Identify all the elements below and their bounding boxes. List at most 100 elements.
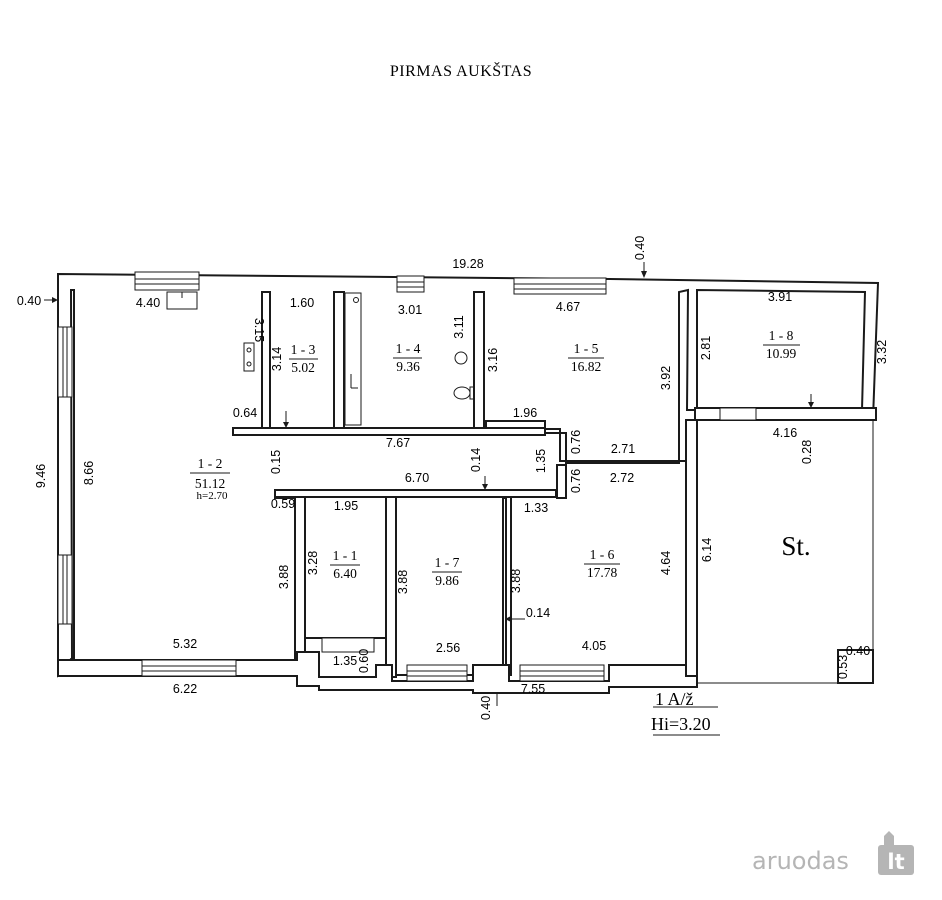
dim-r18-wall: 0.28 bbox=[800, 440, 814, 464]
wall-r12-r13 bbox=[261, 291, 271, 429]
building-code: 1 A/ž bbox=[655, 689, 694, 709]
dim-r11-height: 3.28 bbox=[306, 551, 320, 575]
dim-bottom-right: 7.55 bbox=[521, 682, 545, 696]
wall-hall-right bbox=[556, 464, 567, 499]
wall-hall-top bbox=[232, 427, 546, 436]
bath-tub bbox=[344, 292, 362, 426]
wall-r13-r14 bbox=[333, 291, 345, 429]
dim-left-offset: 0.40 bbox=[17, 294, 41, 308]
logo-badge bbox=[878, 845, 914, 875]
room-area: 5.02 bbox=[291, 360, 315, 375]
dim-r15-bottom: 2.71 bbox=[611, 442, 635, 456]
window-bottom-r16 bbox=[519, 664, 605, 682]
dim-hall-gap: 0.15 bbox=[269, 450, 283, 474]
dim-r16-left: 3.88 bbox=[509, 569, 523, 593]
aruodas-logo: aruodas lt bbox=[752, 831, 914, 875]
dim-r18-gap: 4.16 bbox=[773, 426, 797, 440]
dim-r12-nook-w: 0.64 bbox=[233, 406, 257, 420]
plan-title: PIRMAS AUKŠTAS bbox=[390, 61, 532, 80]
dim-r15-left: 3.16 bbox=[486, 348, 500, 372]
dim-top-offset: 0.40 bbox=[633, 236, 647, 260]
dim-r17-bottom: 2.56 bbox=[436, 641, 460, 655]
dim-r16-width: 2.72 bbox=[610, 471, 634, 485]
dim-top-total: 19.28 bbox=[452, 257, 483, 271]
room-area: 10.99 bbox=[766, 346, 797, 361]
room-area: 51.12 bbox=[195, 476, 225, 491]
dim-r18-left: 2.81 bbox=[699, 336, 713, 360]
dim-entry-depth: 0.60 bbox=[357, 649, 371, 673]
terrace-label: St. bbox=[781, 531, 810, 561]
dim-r11-width: 1.95 bbox=[334, 499, 358, 513]
dim-r16-bottom: 4.05 bbox=[582, 639, 606, 653]
window-left-upper bbox=[57, 326, 73, 398]
room-1-7: 1 - 7 9.86 bbox=[432, 555, 462, 588]
dim-r12-bottom: 5.32 bbox=[173, 637, 197, 651]
wall-r14-r15 bbox=[473, 291, 485, 429]
room-1-3: 1 - 3 5.02 bbox=[289, 342, 318, 375]
dim-left-total: 9.46 bbox=[34, 464, 48, 488]
window-bottom-r17 bbox=[406, 664, 468, 682]
dim-r13-height: 3.14 bbox=[270, 347, 284, 371]
dim-r12-nook: 3.15 bbox=[252, 318, 266, 342]
dim-bottom-left: 6.22 bbox=[173, 682, 197, 696]
dim-r12-top: 4.40 bbox=[136, 296, 160, 310]
dim-r13-width: 1.60 bbox=[290, 296, 314, 310]
room-id: 1 - 8 bbox=[769, 328, 794, 343]
room-id: 1 - 6 bbox=[590, 547, 615, 562]
stove-icon bbox=[243, 342, 255, 372]
dim-bottom-wall: 0.40 bbox=[479, 696, 493, 720]
room-1-5: 1 - 5 16.82 bbox=[568, 341, 604, 374]
dim-entry-width: 1.35 bbox=[333, 654, 357, 668]
room-id: 1 - 4 bbox=[396, 341, 421, 356]
dim-r16-step: 1.33 bbox=[524, 501, 548, 515]
dim-r17-height: 3.88 bbox=[396, 570, 410, 594]
dim-st-corner-w: 0.40 bbox=[846, 644, 870, 658]
window-top-r14 bbox=[396, 275, 425, 293]
window-left-lower bbox=[57, 554, 73, 625]
room-height: h=2.70 bbox=[197, 490, 228, 502]
dim-r14-height: 3.11 bbox=[452, 315, 466, 338]
dim-hall-width: 7.67 bbox=[386, 436, 410, 450]
dim-hall-r16b: 0.76 bbox=[569, 469, 583, 493]
room-1-8: 1 - 8 10.99 bbox=[763, 328, 800, 361]
room-id: 1 - 7 bbox=[435, 555, 460, 570]
terrace-post bbox=[837, 649, 874, 684]
room-id: 1 - 5 bbox=[574, 341, 599, 356]
dim-st-height: 6.14 bbox=[700, 538, 714, 562]
window-top-r12 bbox=[134, 271, 200, 291]
fixtures bbox=[166, 291, 475, 426]
room-area: 9.36 bbox=[396, 359, 420, 374]
dim-r12-height: 8.66 bbox=[82, 461, 96, 485]
window-bottom-r12 bbox=[141, 659, 237, 677]
dim-r11-edge: 0.59 bbox=[271, 497, 295, 511]
wash-basin-icon bbox=[454, 351, 468, 365]
room-area: 16.82 bbox=[571, 359, 601, 374]
house-icon bbox=[884, 831, 894, 845]
dim-st-corner-h: 0.53 bbox=[836, 655, 850, 679]
dimension-labels: 19.28 0.40 0.40 9.46 4.40 8.66 3.15 0.64… bbox=[17, 236, 889, 720]
entry-opening bbox=[321, 637, 375, 653]
logo-badge-text: lt bbox=[887, 850, 904, 874]
room-1-1: 1 - 1 6.40 bbox=[330, 548, 360, 581]
room-id: 1 - 3 bbox=[291, 342, 316, 357]
floor-height: Hi=3.20 bbox=[651, 714, 711, 734]
room-id: 1 - 2 bbox=[198, 456, 223, 471]
dim-r12-lower: 3.88 bbox=[277, 565, 291, 589]
room-1-2: 1 - 2 51.12 h=2.70 bbox=[190, 456, 230, 502]
tap-icon bbox=[353, 297, 359, 303]
dim-r15-step: 1.96 bbox=[513, 406, 537, 420]
room-area: 9.86 bbox=[435, 573, 459, 588]
dim-hall-height: 1.35 bbox=[534, 449, 548, 473]
window-r18-bottom bbox=[719, 407, 757, 421]
dim-hall-inner-h: 0.14 bbox=[469, 448, 483, 472]
dim-r16-gap: 0.14 bbox=[526, 606, 550, 620]
wall-hall-bottom bbox=[274, 489, 557, 498]
room-id: 1 - 1 bbox=[333, 548, 358, 563]
dim-r15-width: 4.67 bbox=[556, 300, 580, 314]
dim-r18-width: 3.91 bbox=[768, 290, 792, 304]
wall-terrace-left bbox=[685, 419, 698, 677]
dim-r16-height: 4.64 bbox=[659, 551, 673, 575]
room-area: 6.40 bbox=[333, 566, 357, 581]
dim-hall-r16a: 0.76 bbox=[569, 430, 583, 454]
